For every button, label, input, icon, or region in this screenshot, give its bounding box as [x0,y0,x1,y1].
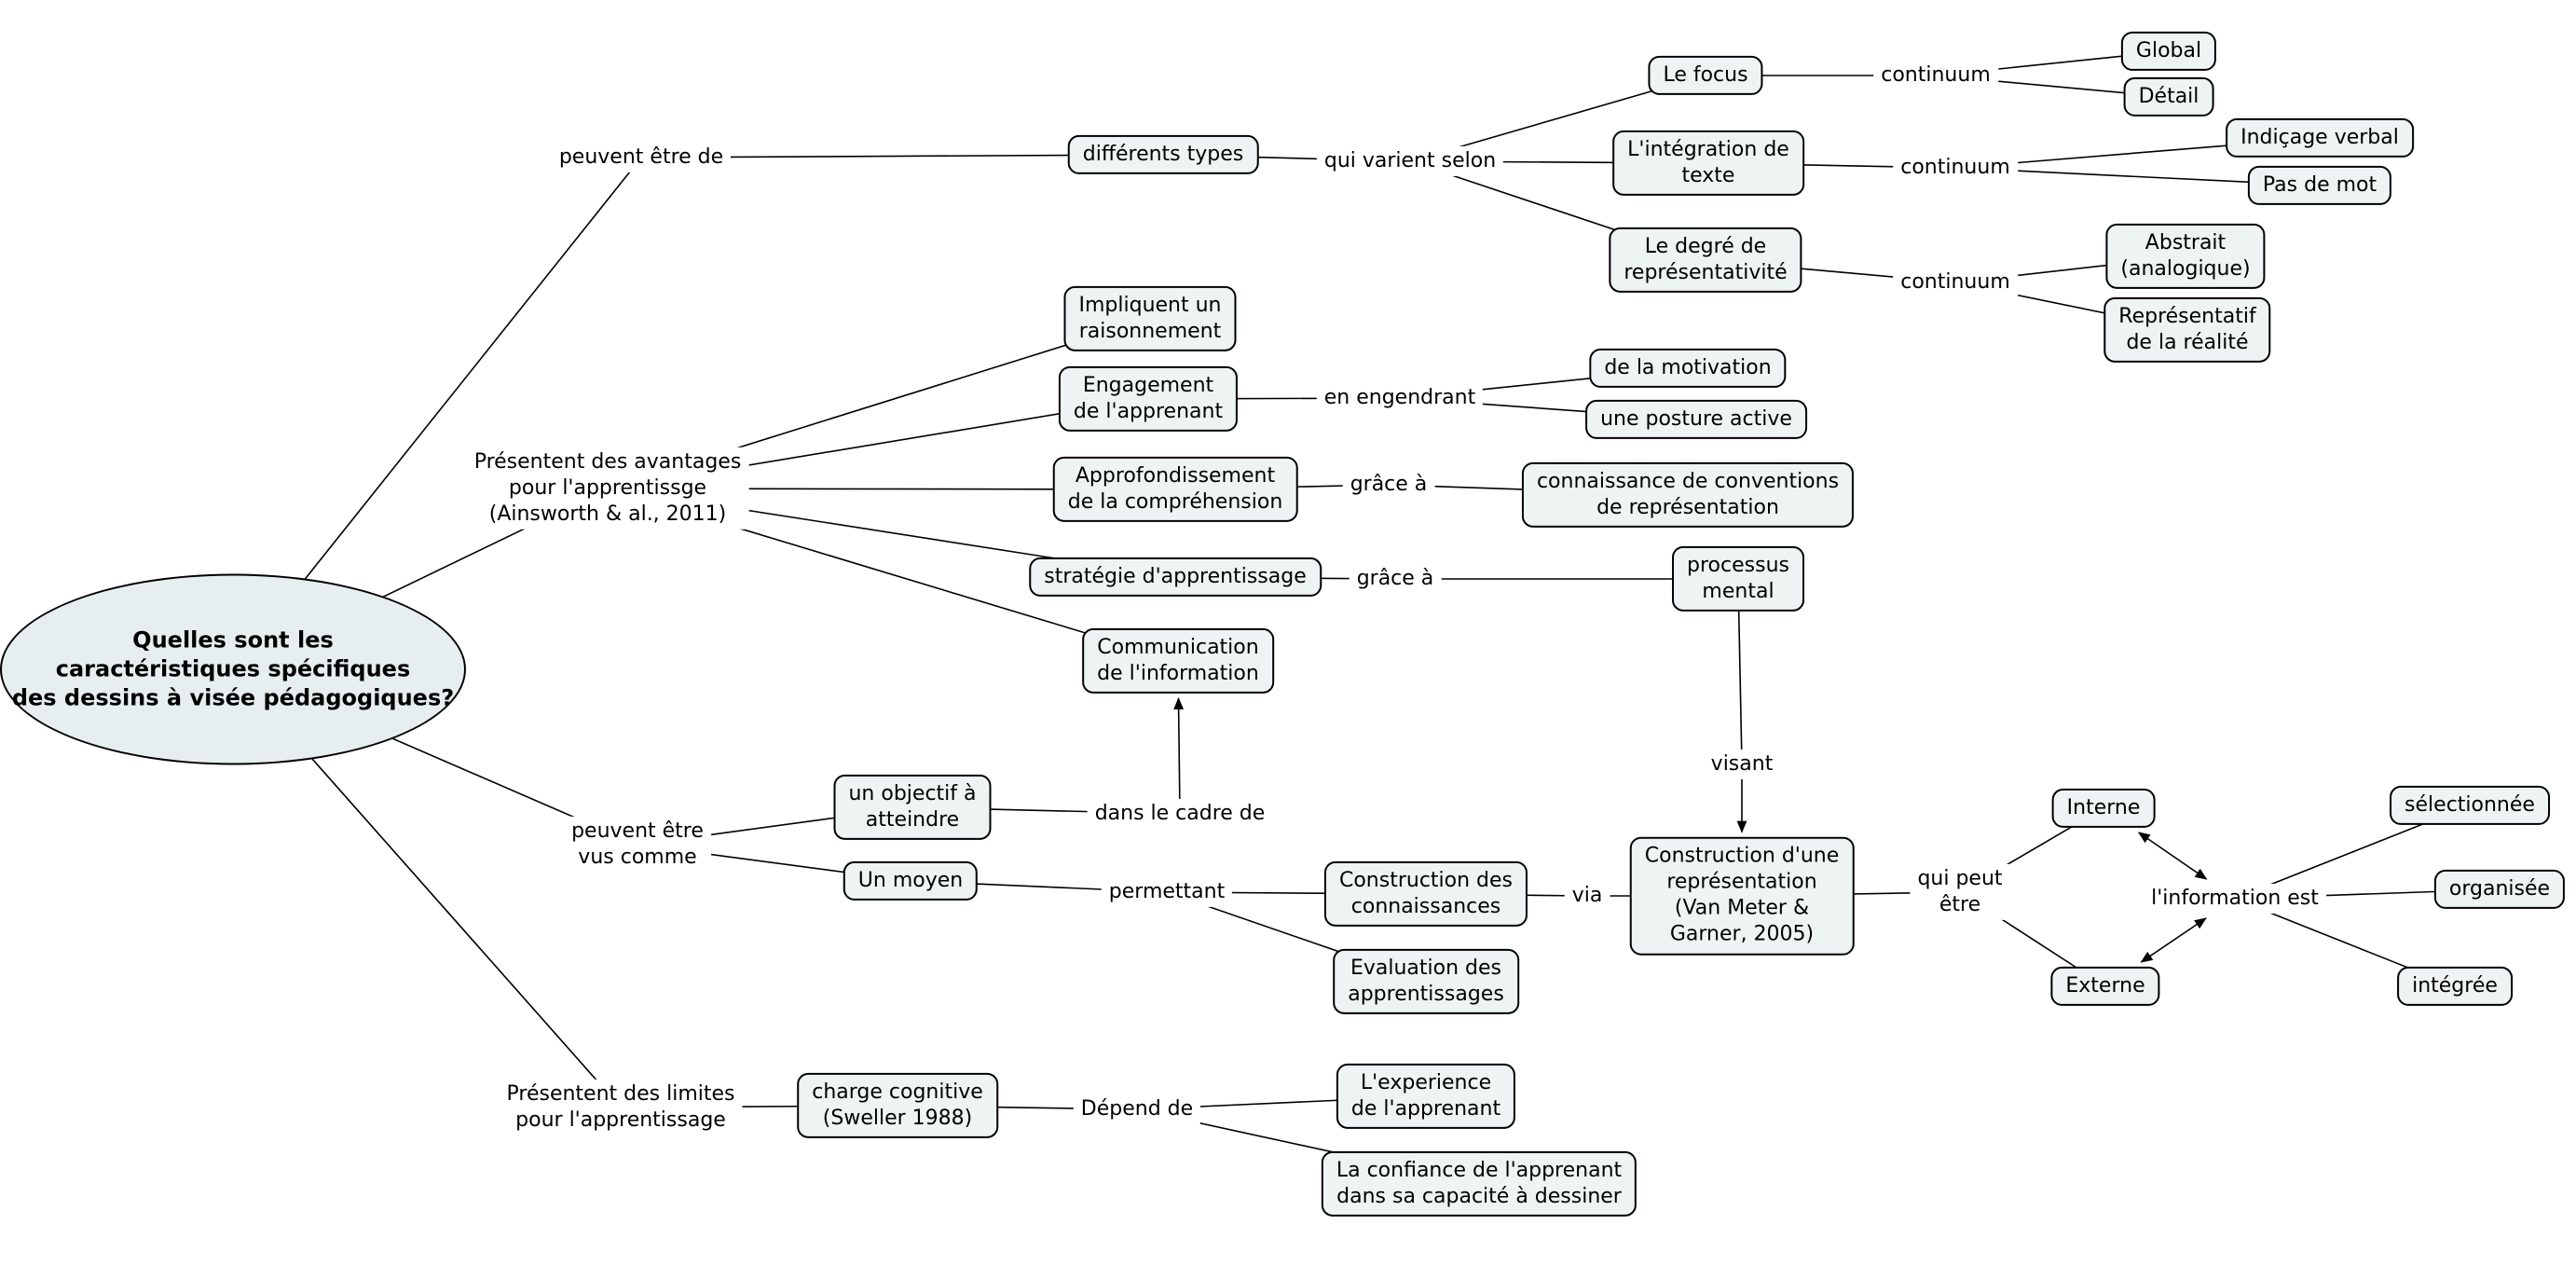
phrase-peuvent-etre-vus[interactable]: peuvent être vus comme [564,816,711,874]
phrase-visant[interactable]: visant [1703,749,1781,780]
concept-organisee[interactable]: organisée [2433,869,2566,910]
concept-objectif[interactable]: un objectif à atteindre [833,774,992,841]
phrase-information-est[interactable]: l'information est [2144,883,2326,915]
phrase-qui-varient-selon[interactable]: qui varient selon [1316,145,1504,177]
concept-externe[interactable]: Externe [2050,966,2160,1007]
concept-pas-de-mot[interactable]: Pas de mot [2247,165,2392,206]
concept-confiance[interactable]: La confiance de l'apprenant dans sa capa… [1321,1150,1637,1218]
concept-indicage-verbal[interactable]: Indiçage verbal [2226,117,2414,158]
concept-degre-representativite[interactable]: Le degré de représentativité [1609,227,1802,294]
phrase-permettant[interactable]: permettant [1101,876,1233,908]
focus-question[interactable]: Quelles sont les caractéristiques spécif… [0,573,466,765]
concept-le-focus[interactable]: Le focus [1648,55,1763,96]
phrase-dans-le-cadre[interactable]: dans le cadre de [1087,798,1273,830]
concept-approfondissement[interactable]: Approfondissement de la compréhension [1052,456,1298,523]
concept-interne[interactable]: Interne [2051,788,2156,829]
connector-line [2140,917,2207,963]
phrase-limites[interactable]: Présentent des limites pour l'apprentiss… [499,1079,743,1136]
concept-abstrait[interactable]: Abstrait (analogique) [2105,223,2266,290]
phrase-continuum-3[interactable]: continuum [1893,267,2018,298]
concept-construction-connaissances[interactable]: Construction des connaissances [1323,860,1528,928]
phrase-depend-de[interactable]: Dépend de [1073,1094,1201,1125]
concept-engagement[interactable]: Engagement de l'apprenant [1058,365,1239,433]
phrase-continuum-1[interactable]: continuum [1873,60,1998,91]
phrase-grace-a-1[interactable]: grâce à [1342,469,1435,501]
concept-selectionnee[interactable]: sélectionnée [2390,785,2550,826]
connector-line [2137,832,2208,880]
concept-evaluation[interactable]: Evaluation des apprentissages [1333,948,1519,1015]
concept-motivation[interactable]: de la motivation [1589,348,1787,389]
concept-strategie[interactable]: stratégie d'apprentissage [1029,557,1322,598]
concept-processus-mental[interactable]: processus mental [1672,545,1804,612]
phrase-peuvent-etre-de[interactable]: peuvent être de [551,142,732,173]
concept-differents-types[interactable]: différents types [1067,134,1259,175]
concept-representatif[interactable]: Représentatif de la réalité [2103,296,2271,364]
concept-construction-representation[interactable]: Construction d'une représentation (Van M… [1629,836,1855,956]
concept-connaissance-conventions[interactable]: connaissance de conventions de représent… [1521,461,1855,529]
concept-charge-cognitive[interactable]: charge cognitive (Sweller 1988) [797,1072,998,1139]
phrase-continuum-2[interactable]: continuum [1893,152,2018,184]
concept-experience[interactable]: L'experience de l'apprenant [1336,1063,1516,1130]
concept-impliquent-raisonnement[interactable]: Impliquent un raisonnement [1063,285,1237,352]
concept-integration-texte[interactable]: L'intégration de texte [1612,130,1804,197]
phrase-grace-a-2[interactable]: grâce à [1349,563,1442,595]
concept-moyen[interactable]: Un moyen [843,860,979,901]
concept-communication[interactable]: Communication de l'information [1082,627,1274,695]
concept-posture-active[interactable]: une posture active [1585,399,1807,440]
concept-global[interactable]: Global [2120,31,2217,72]
phrase-via[interactable]: via [1564,880,1610,912]
connector-line [1173,696,1185,815]
phrase-en-engendrant[interactable]: en engendrant [1316,382,1484,414]
phrase-qui-peut-etre[interactable]: qui peut être [1910,863,2010,921]
concept-detail[interactable]: Détail [2123,76,2214,117]
concept-integree[interactable]: intégrée [2397,966,2513,1007]
phrase-avantages[interactable]: Présentent des avantages pour l'apprenti… [466,447,749,530]
